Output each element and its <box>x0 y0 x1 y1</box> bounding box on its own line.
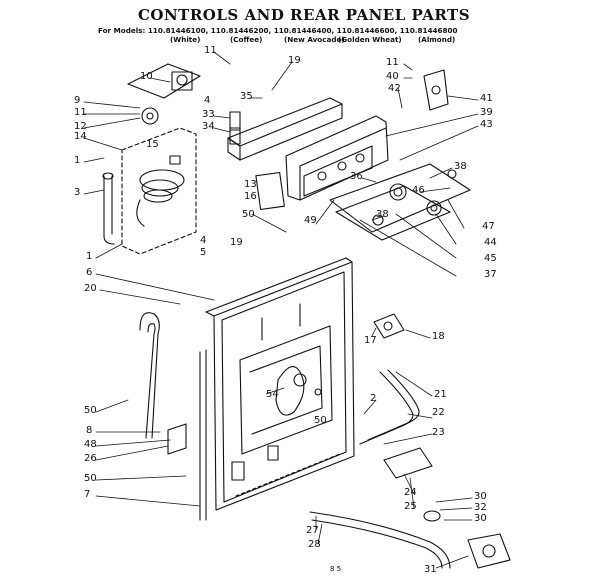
callout-11: 11 <box>204 45 217 56</box>
callout-38: 38 <box>454 161 467 172</box>
callout-40: 40 <box>386 71 399 82</box>
callout-19: 19 <box>230 237 243 248</box>
drain-hose-drawing <box>102 172 207 521</box>
callout-54: 54 <box>266 389 279 400</box>
callout-22: 22 <box>432 407 445 418</box>
color-white: (White) <box>170 35 201 44</box>
callout-44: 44 <box>484 237 497 248</box>
power-cord-drawing <box>121 127 197 255</box>
callout-1: 1 <box>86 251 93 262</box>
controls-plate-drawing <box>329 69 471 241</box>
callout-23: 23 <box>432 427 445 438</box>
callout-11: 11 <box>74 107 87 118</box>
timer-drawing <box>127 63 201 125</box>
callout-1: 1 <box>74 155 81 166</box>
callout-31: 31 <box>424 564 437 575</box>
callout-49: 49 <box>304 215 317 226</box>
page-code: 8 5 <box>330 565 342 573</box>
model-list: For Models: 110.81446100, 110.81446200, … <box>98 26 458 35</box>
callout-26: 26 <box>84 453 97 464</box>
callout-15: 15 <box>146 139 159 150</box>
callout-14: 14 <box>74 131 87 142</box>
callout-13: 13 <box>244 179 257 190</box>
callout-32: 32 <box>474 502 487 513</box>
callout-50: 50 <box>84 405 97 416</box>
callout-4: 4 <box>204 95 211 106</box>
callout-16: 16 <box>244 191 257 202</box>
leader-lines <box>83 51 479 569</box>
callout-2: 2 <box>370 393 377 404</box>
callout-30: 30 <box>474 491 487 502</box>
callout-4: 4 <box>200 235 207 246</box>
callout-50: 50 <box>84 473 97 484</box>
callout-7: 7 <box>84 489 91 500</box>
callout-38: 38 <box>376 209 389 220</box>
color-almond: (Almond) <box>418 35 456 44</box>
callout-10: 10 <box>140 71 153 82</box>
callout-37: 37 <box>484 269 497 280</box>
pump-drawing <box>309 313 511 569</box>
callout-27: 27 <box>306 525 319 536</box>
callout-43: 43 <box>480 119 493 130</box>
console-drawing <box>227 97 389 211</box>
callout-50: 50 <box>242 209 255 220</box>
callout-12: 12 <box>74 121 87 132</box>
callout-33: 33 <box>202 109 215 120</box>
callout-39: 39 <box>480 107 493 118</box>
callout-48: 48 <box>84 439 97 450</box>
callout-19: 19 <box>288 55 301 66</box>
callout-34: 34 <box>202 121 215 132</box>
callout-41: 41 <box>480 93 493 104</box>
callout-18: 18 <box>432 331 445 342</box>
callout-36: 36 <box>350 171 363 182</box>
callout-46: 46 <box>412 185 425 196</box>
callout-6: 6 <box>86 267 93 278</box>
color-new-avocado: (New Avocado) <box>284 35 345 44</box>
callout-24: 24 <box>404 487 417 498</box>
rear-panel-drawing <box>205 257 355 511</box>
callout-3: 3 <box>74 187 81 198</box>
callout-20: 20 <box>84 283 97 294</box>
callout-17: 17 <box>364 335 377 346</box>
model-numbers: For Models: 110.81446100, 110.81446200, … <box>98 26 458 44</box>
callout-30: 30 <box>474 513 487 524</box>
color-golden-wheat: (Golden Wheat) <box>338 35 402 44</box>
callout-42: 42 <box>388 83 401 94</box>
callout-8: 8 <box>86 425 93 436</box>
callout-11: 11 <box>386 57 399 68</box>
callout-35: 35 <box>240 91 253 102</box>
callout-25: 25 <box>404 501 417 512</box>
callout-21: 21 <box>434 389 447 400</box>
callout-50: 50 <box>314 415 327 426</box>
diagram-title: CONTROLS AND REAR PANEL PARTS <box>137 6 471 24</box>
callout-28: 28 <box>308 539 321 550</box>
color-coffee: (Coffee) <box>230 35 263 44</box>
callout-5: 5 <box>200 247 207 258</box>
callout-9: 9 <box>74 95 81 106</box>
callout-47: 47 <box>482 221 495 232</box>
callout-45: 45 <box>484 253 497 264</box>
